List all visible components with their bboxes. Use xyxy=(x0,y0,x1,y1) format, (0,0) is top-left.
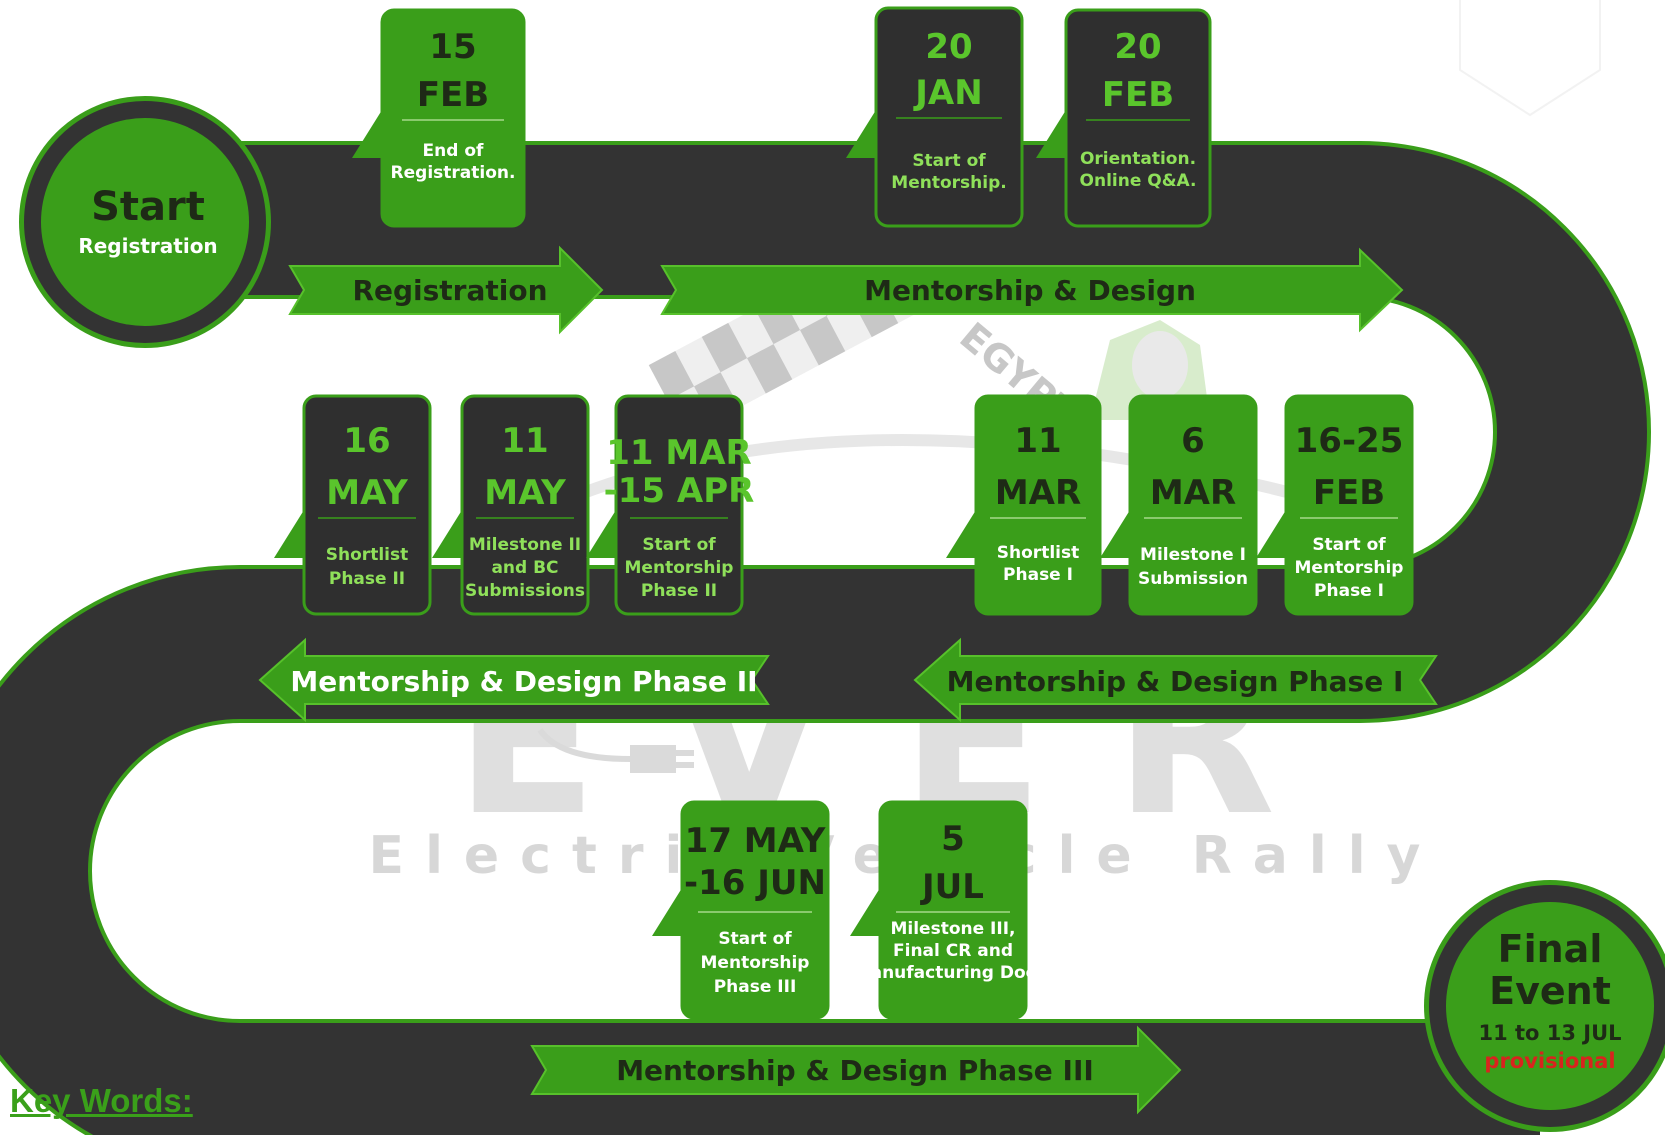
card-description: Orientation. xyxy=(1080,149,1196,169)
card-description: Submission xyxy=(1138,569,1248,589)
card-description: Manufacturing Docs. xyxy=(854,963,1053,983)
arrow-phase-3: Mentorship & Design Phase III xyxy=(530,1025,1182,1115)
card-description: Submissions xyxy=(465,581,585,601)
arrow-registration: Registration xyxy=(288,245,604,335)
start-subtitle: Registration xyxy=(78,234,217,258)
card-date-day: 15 xyxy=(429,27,476,67)
card-date-month: -15 APR xyxy=(604,471,755,511)
card-description: Start of xyxy=(1312,535,1386,555)
card-description: Start of xyxy=(912,151,986,171)
card-description: End of xyxy=(423,141,484,161)
date-card: 6 MAR Milestone I Submission xyxy=(1100,394,1258,616)
card-description: Milestone I xyxy=(1140,545,1246,565)
plug-icon xyxy=(537,728,694,773)
arrow-label: Mentorship & Design Phase III xyxy=(616,1054,1094,1087)
date-card: 15 FEB End of Registration. xyxy=(352,8,526,228)
start-title: Start xyxy=(91,184,205,230)
card-description: Phase III xyxy=(714,977,797,997)
date-card: 11 MAY Milestone II and BC Submissions xyxy=(432,394,590,616)
card-description: Mentorship xyxy=(625,558,734,578)
arrow-label: Mentorship & Design Phase II xyxy=(290,665,757,698)
arrow-label: Registration xyxy=(352,274,547,307)
card-description: Mentorship xyxy=(701,953,810,973)
card-description: Online Q&A. xyxy=(1080,171,1197,191)
arrow-label: Mentorship & Design xyxy=(864,274,1196,307)
hexagon-decoration xyxy=(1459,0,1601,117)
date-card: 16-25 FEB Start of Mentorship Phase I xyxy=(1256,394,1414,616)
date-card: 20 JAN Start of Mentorship. xyxy=(846,6,1024,228)
arrow-phase-1: Mentorship & Design Phase I xyxy=(913,637,1438,723)
card-description: Start of xyxy=(642,535,716,555)
card-date-month: FEB xyxy=(1102,75,1174,115)
card-description: Shortlist xyxy=(326,545,408,565)
key-words-heading: Key Words: xyxy=(10,1082,193,1119)
card-date-day: 16-25 xyxy=(1295,421,1404,461)
card-date-month: JUL xyxy=(920,867,984,907)
card-date-month: MAR xyxy=(1150,473,1236,513)
date-card: 17 MAY -16 JUN Start of Mentorship Phase… xyxy=(652,800,830,1020)
date-card: 20 FEB Orientation. Online Q&A. xyxy=(1036,8,1212,228)
date-cards: 15 FEB End of Registration. 20 JAN Start… xyxy=(274,6,1414,1020)
phase-arrows: Registration Mentorship & Design Mentors… xyxy=(258,245,1438,1115)
card-date-month: -16 JUN xyxy=(684,863,826,903)
card-date-month: MAY xyxy=(326,473,408,513)
card-description: Mentorship. xyxy=(891,173,1006,193)
card-description: Mentorship xyxy=(1295,558,1404,578)
final-event-node: Final Event 11 to 13 JUL provisional xyxy=(1424,880,1665,1132)
card-date-month: JAN xyxy=(913,73,982,113)
card-date-month: MAY xyxy=(484,473,566,513)
card-date-month: FEB xyxy=(1313,473,1385,513)
card-description: Phase II xyxy=(329,569,405,589)
final-provisional-note: provisional xyxy=(1484,1049,1615,1073)
final-dates: 11 to 13 JUL xyxy=(1478,1021,1621,1045)
timeline-road-surface xyxy=(0,145,1647,1135)
card-date-month: FEB xyxy=(417,75,489,115)
card-date-day: 16 xyxy=(343,421,390,461)
start-node: Start Registration xyxy=(19,96,271,348)
card-date-month: MAR xyxy=(995,473,1081,513)
card-description: and BC xyxy=(491,558,558,578)
final-title-1: Final xyxy=(1498,927,1603,971)
arrow-label: Mentorship & Design Phase I xyxy=(947,665,1404,698)
card-description: Phase I xyxy=(1003,565,1073,585)
card-description: Registration. xyxy=(391,163,516,183)
card-date-day: 11 MAR xyxy=(606,433,751,473)
card-date-day: 20 xyxy=(925,27,972,67)
card-date-day: 11 xyxy=(501,421,548,461)
card-date-day: 6 xyxy=(1181,421,1205,461)
arrow-mentorship-design: Mentorship & Design xyxy=(660,247,1404,333)
card-date-day: 20 xyxy=(1114,27,1161,67)
date-card: 11 MAR -15 APR Start of Mentorship Phase… xyxy=(586,394,755,616)
card-description: Shortlist xyxy=(997,543,1079,563)
card-date-day: 5 xyxy=(941,819,965,859)
card-date-day: 17 MAY xyxy=(685,821,826,861)
card-description: Milestone II xyxy=(469,535,581,555)
card-description: Final CR and xyxy=(893,941,1013,961)
card-description: Milestone III, xyxy=(890,919,1015,939)
card-description: Phase II xyxy=(641,581,717,601)
date-card: 5 JUL Milestone III, Final CR and Manufa… xyxy=(850,800,1053,1020)
date-card: 16 MAY Shortlist Phase II xyxy=(274,394,432,616)
date-card: 11 MAR Shortlist Phase I xyxy=(946,394,1102,616)
card-description: Start of xyxy=(718,929,792,949)
final-title-2: Event xyxy=(1489,969,1611,1013)
card-description: Phase I xyxy=(1314,581,1384,601)
card-date-day: 11 xyxy=(1014,421,1061,461)
arrow-phase-2: Mentorship & Design Phase II xyxy=(258,637,770,723)
